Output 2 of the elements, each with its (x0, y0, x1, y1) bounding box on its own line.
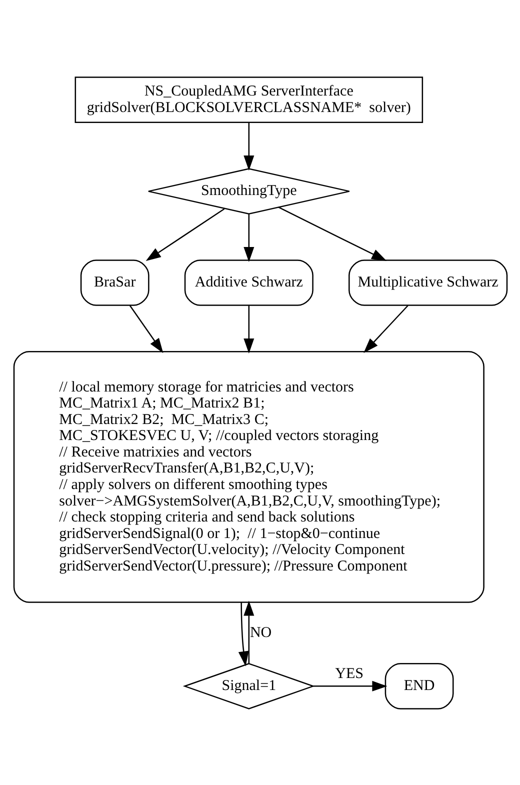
edge-label: YES (334, 666, 364, 682)
edge-label: NO (249, 624, 272, 640)
